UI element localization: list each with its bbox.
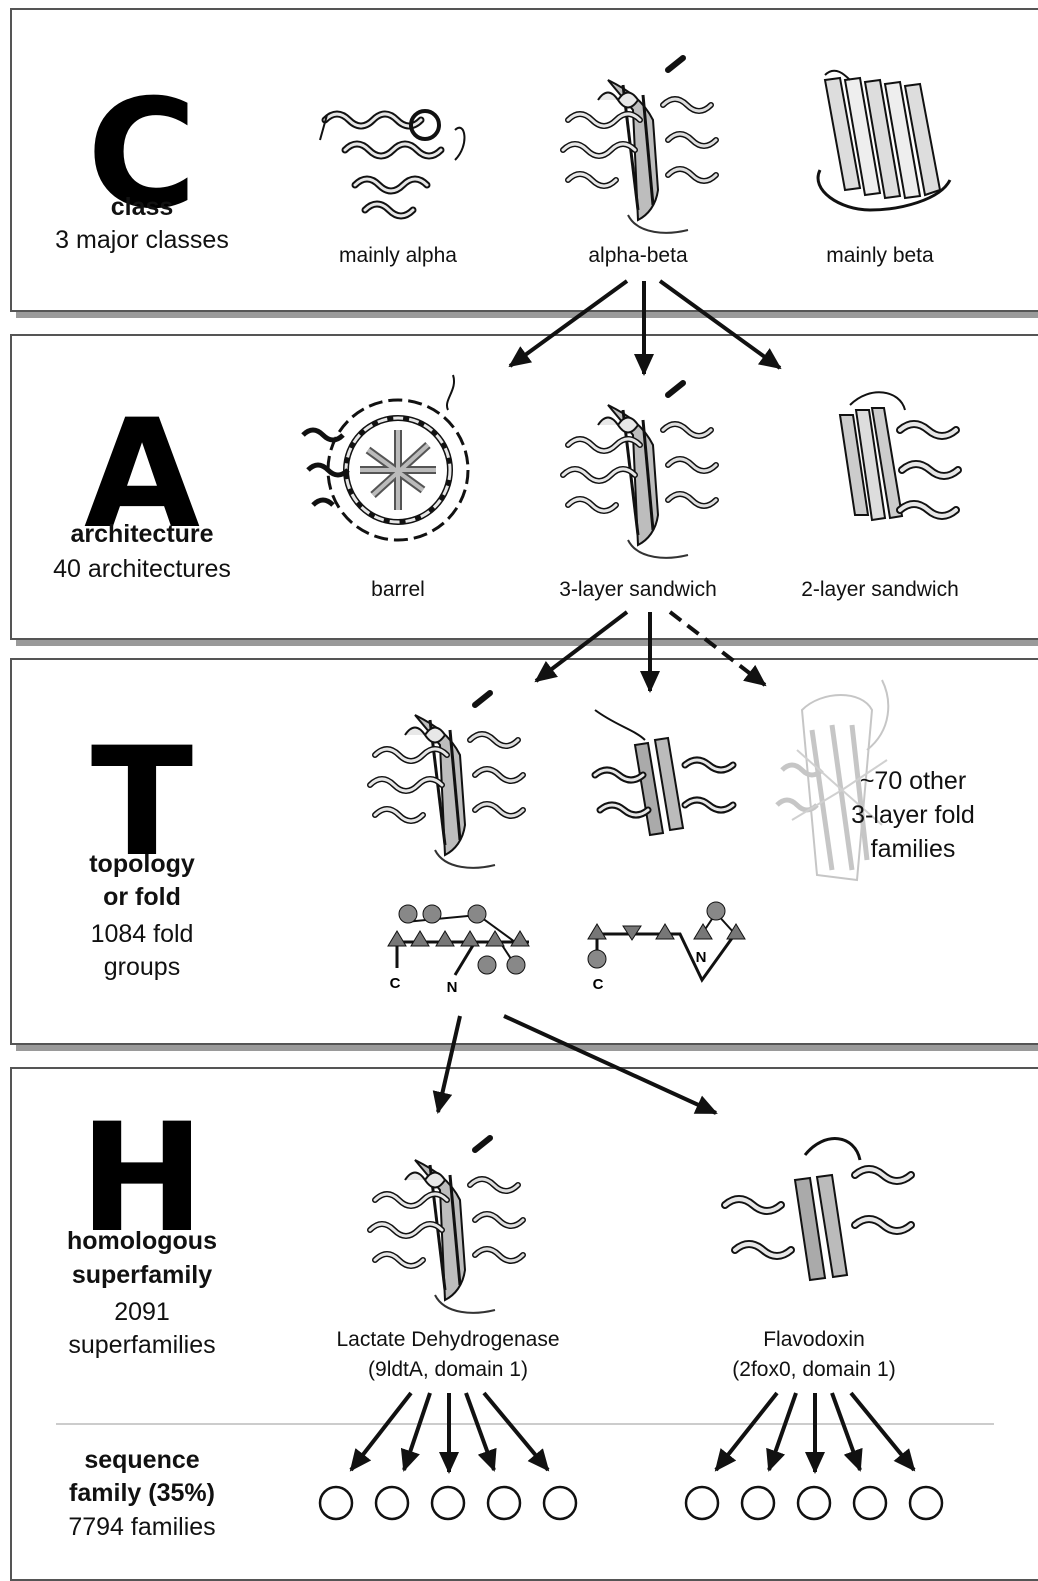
other-folds-line-2: 3-layer fold [828,799,998,832]
other-folds-line-3: families [828,833,998,866]
other-folds-line-1: ~70 other [828,765,998,798]
arrow-alpha-beta-to-barrel [510,281,627,366]
protein-2-layer-sandwich [840,392,958,520]
protein-3-layer-sandwich [563,383,716,558]
sequence-family-circles [320,1487,942,1519]
protein-lactate-dehydrogenase [370,1138,523,1313]
topology-ldh-n-label: N [447,979,458,996]
topology-flavodoxin-n-label: N [696,949,707,966]
arrow-alpha-beta-to-2-layer [660,281,780,368]
protein-fold-ldh [370,693,523,868]
protein-mainly-beta [818,71,950,210]
family-circle [320,1487,352,1519]
protein-flavodoxin [725,1139,911,1280]
family-circle [686,1487,718,1519]
topology-diagram-flavodoxin: C N [588,902,745,993]
sequence-arrows-ldh [351,1393,548,1472]
family-circle [432,1487,464,1519]
arrow-fold-to-flavodoxin [504,1016,716,1113]
topology-ldh-c-label: C [390,975,401,992]
protein-alpha-beta [563,58,716,233]
protein-mainly-alpha [320,111,464,216]
family-circle [544,1487,576,1519]
family-circle [376,1487,408,1519]
arrow-3-layer-to-other-folds [670,612,765,685]
protein-fold-flavodoxin [595,710,733,835]
family-circle [488,1487,520,1519]
family-circle [854,1487,886,1519]
topology-flavodoxin-c-label: C [593,976,604,993]
protein-barrel [303,375,468,540]
arrow-fold-to-ldh [438,1016,460,1112]
sequence-arrows-flavodoxin [716,1393,914,1472]
family-circle [742,1487,774,1519]
family-circle [910,1487,942,1519]
topology-diagram-ldh: C N [388,905,529,996]
arrow-3-layer-to-fold-ldh [536,612,627,681]
family-circle [798,1487,830,1519]
